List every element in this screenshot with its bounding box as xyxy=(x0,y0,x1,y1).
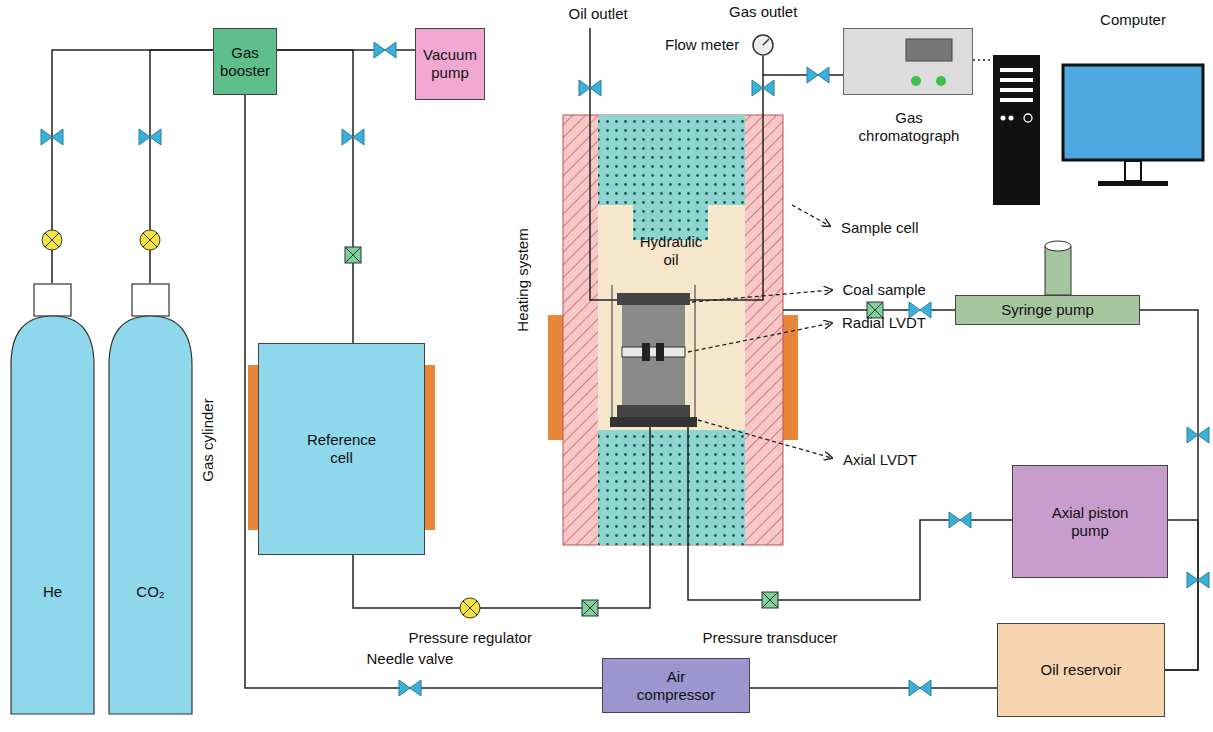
part-label: Heating system xyxy=(513,228,531,331)
pipe-line xyxy=(750,687,997,689)
axial-piston-pump: Axial piston pump xyxy=(1012,465,1168,578)
part-label: Gas cylinder xyxy=(198,398,216,481)
pipe-line xyxy=(973,59,993,60)
heater xyxy=(548,315,563,440)
transducer-symbol xyxy=(582,600,598,616)
valve-symbol xyxy=(960,512,971,528)
node-text: Reference cell xyxy=(297,431,387,467)
node-text: Gas chromatograph xyxy=(854,109,964,145)
valve-symbol xyxy=(139,129,150,145)
valve-symbol xyxy=(374,42,385,58)
valve-symbol xyxy=(1198,572,1209,588)
radial-lvdt xyxy=(622,347,685,357)
computer-tower xyxy=(993,55,1040,205)
valve-symbol xyxy=(752,80,763,96)
valve-symbol xyxy=(949,512,960,528)
pipe-line xyxy=(245,95,602,688)
node-text: Air compressor xyxy=(631,668,721,704)
part-label: Axial LVDT xyxy=(843,451,917,469)
valve-symbol xyxy=(1187,427,1198,443)
node-text: Syringe pump xyxy=(1001,301,1094,319)
valve-symbol xyxy=(342,129,353,145)
gas-chromatograph: Gas chromatograph xyxy=(843,28,973,95)
valve-symbol xyxy=(150,129,161,145)
pipe-line xyxy=(277,50,353,343)
valve-symbol xyxy=(1198,427,1209,443)
valve-symbol xyxy=(909,680,920,696)
part-label: Flow meter xyxy=(665,36,739,54)
heater xyxy=(783,315,798,440)
valve-symbol xyxy=(410,680,421,696)
transducer-symbol xyxy=(762,592,778,608)
part-label: Gas outlet xyxy=(729,3,797,21)
vacuum-pump: Vacuum pump xyxy=(415,28,485,100)
air-compressor: Air compressor xyxy=(602,658,750,713)
valve-symbol xyxy=(385,42,396,58)
node-text: Axial piston pump xyxy=(1040,504,1140,540)
pipe-line xyxy=(52,50,213,283)
oil-reservoir: Oil reservoir xyxy=(997,623,1165,717)
sample-cell: Hydraulic oil xyxy=(563,115,783,545)
regulator-symbol xyxy=(140,230,160,250)
node-text: Gas booster xyxy=(217,44,273,80)
valve-symbol xyxy=(807,67,818,83)
syringe-pump: Syringe pump xyxy=(955,295,1140,325)
regulator-symbol xyxy=(42,230,62,250)
part-label: Radial LVDT xyxy=(842,314,926,332)
monitor xyxy=(1063,65,1203,160)
pipe-line xyxy=(150,50,213,283)
valve-symbol xyxy=(579,80,590,96)
node-text: He xyxy=(10,583,95,601)
node-text: Computer xyxy=(1063,11,1203,29)
node-text: Oil reservoir xyxy=(1041,661,1122,679)
part-label: Oil outlet xyxy=(569,5,628,23)
part-label: Coal sample xyxy=(843,281,926,299)
valve-symbol xyxy=(1187,572,1198,588)
part-label: Pressure transducer xyxy=(703,629,838,647)
regulator-symbol xyxy=(460,598,480,618)
oil-chamber xyxy=(598,115,745,545)
valve-symbol xyxy=(353,129,364,145)
reference-cell: Reference cell xyxy=(258,343,425,555)
pipe-line xyxy=(688,520,1012,600)
vessel-wall xyxy=(563,115,783,545)
heater xyxy=(248,365,258,530)
gas-cylinder: He xyxy=(10,283,95,715)
part-label: Needle valve xyxy=(367,650,454,668)
top-plug xyxy=(598,115,745,240)
coal-sample xyxy=(622,305,685,405)
node-text: Hydraulic oil xyxy=(631,233,711,269)
transducer-symbol xyxy=(345,247,361,263)
pipe-line xyxy=(763,75,843,115)
heater xyxy=(425,365,435,530)
valve-symbol xyxy=(52,129,63,145)
valve-symbol xyxy=(818,67,829,83)
part-label: Sample cell xyxy=(841,219,919,237)
flow-meter xyxy=(753,35,773,55)
valve-symbol xyxy=(763,80,774,96)
computer: Computer xyxy=(993,55,1203,205)
regulator-symbol xyxy=(45,233,59,247)
transducer-symbol xyxy=(762,592,778,608)
bottom-plug xyxy=(598,430,745,545)
valve-symbol xyxy=(920,680,931,696)
transducer-symbol xyxy=(345,247,361,263)
pipe-line xyxy=(1165,520,1198,670)
valve-symbol xyxy=(399,680,410,696)
part-label: Pressure regulator xyxy=(409,629,532,647)
gas-cylinder: CO₂ xyxy=(108,283,193,715)
valve-symbol xyxy=(41,129,52,145)
valve-symbol xyxy=(590,80,601,96)
transducer-symbol xyxy=(582,600,598,616)
node-text: CO₂ xyxy=(108,583,193,601)
regulator-symbol xyxy=(143,233,157,247)
node-text: Vacuum pump xyxy=(419,46,481,82)
regulator-symbol xyxy=(463,601,477,615)
end-cap xyxy=(617,293,690,305)
gas-booster: Gas booster xyxy=(213,28,277,95)
